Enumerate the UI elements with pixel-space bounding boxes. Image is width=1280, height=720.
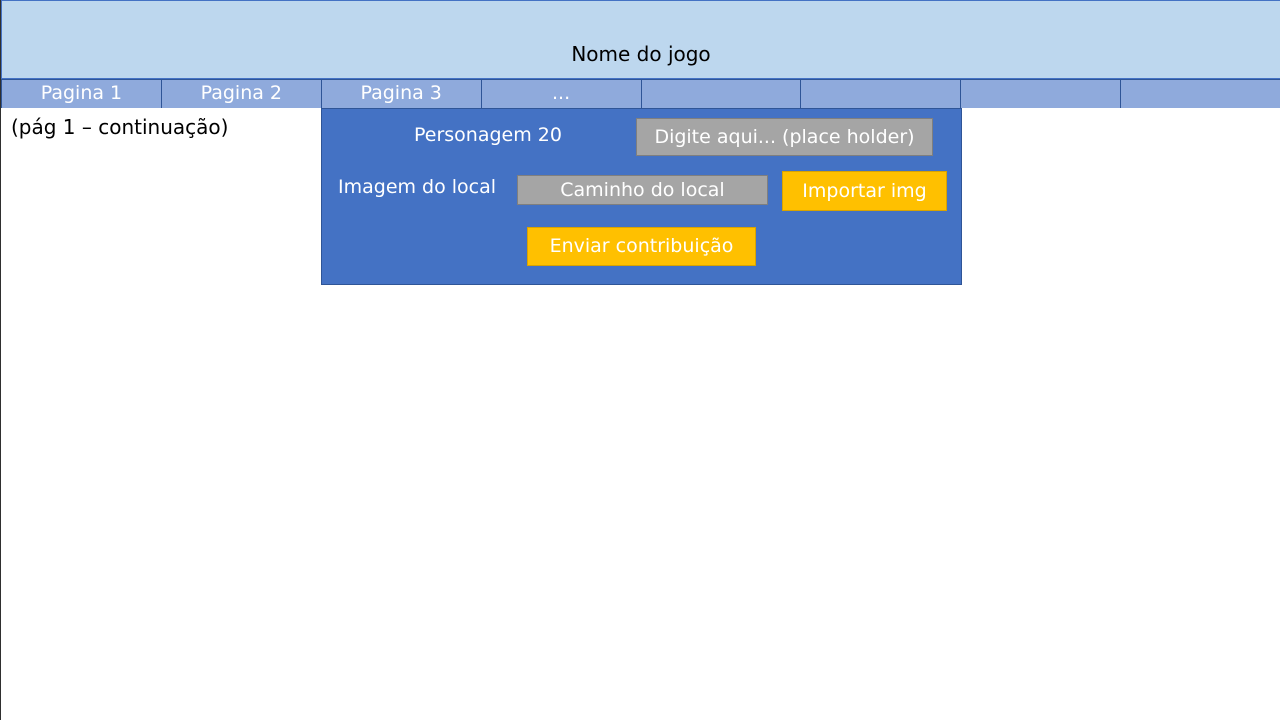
character-input[interactable]: Digite aqui... (place holder) <box>636 118 933 156</box>
nav-item-page-2[interactable]: Pagina 2 <box>160 79 321 108</box>
nav-item-empty-6[interactable] <box>800 79 961 108</box>
nav-item-page-1[interactable]: Pagina 1 <box>1 79 161 108</box>
game-title: Nome do jogo <box>571 42 711 66</box>
nav-item-empty-5[interactable] <box>640 79 801 108</box>
image-label: Imagem do local <box>338 176 497 198</box>
submit-contribution-button[interactable]: Enviar contribuição <box>527 227 756 266</box>
header: Nome do jogo <box>1 0 1280 79</box>
nav-item-empty-7[interactable] <box>960 79 1121 108</box>
contribution-panel: Personagem 20 Digite aqui... (place hold… <box>321 108 962 285</box>
image-path-input[interactable]: Caminho do local <box>517 175 768 205</box>
nav-item-page-3[interactable]: Pagina 3 <box>320 79 481 108</box>
nav-bar: Pagina 1 Pagina 2 Pagina 3 ... <box>1 79 1280 108</box>
page-continuation-note: (pág 1 – continuação) <box>11 115 229 139</box>
import-image-button[interactable]: Importar img <box>782 171 947 211</box>
nav-item-empty-8[interactable] <box>1120 79 1280 108</box>
nav-item-more[interactable]: ... <box>480 79 641 108</box>
character-label: Personagem 20 <box>414 124 562 146</box>
